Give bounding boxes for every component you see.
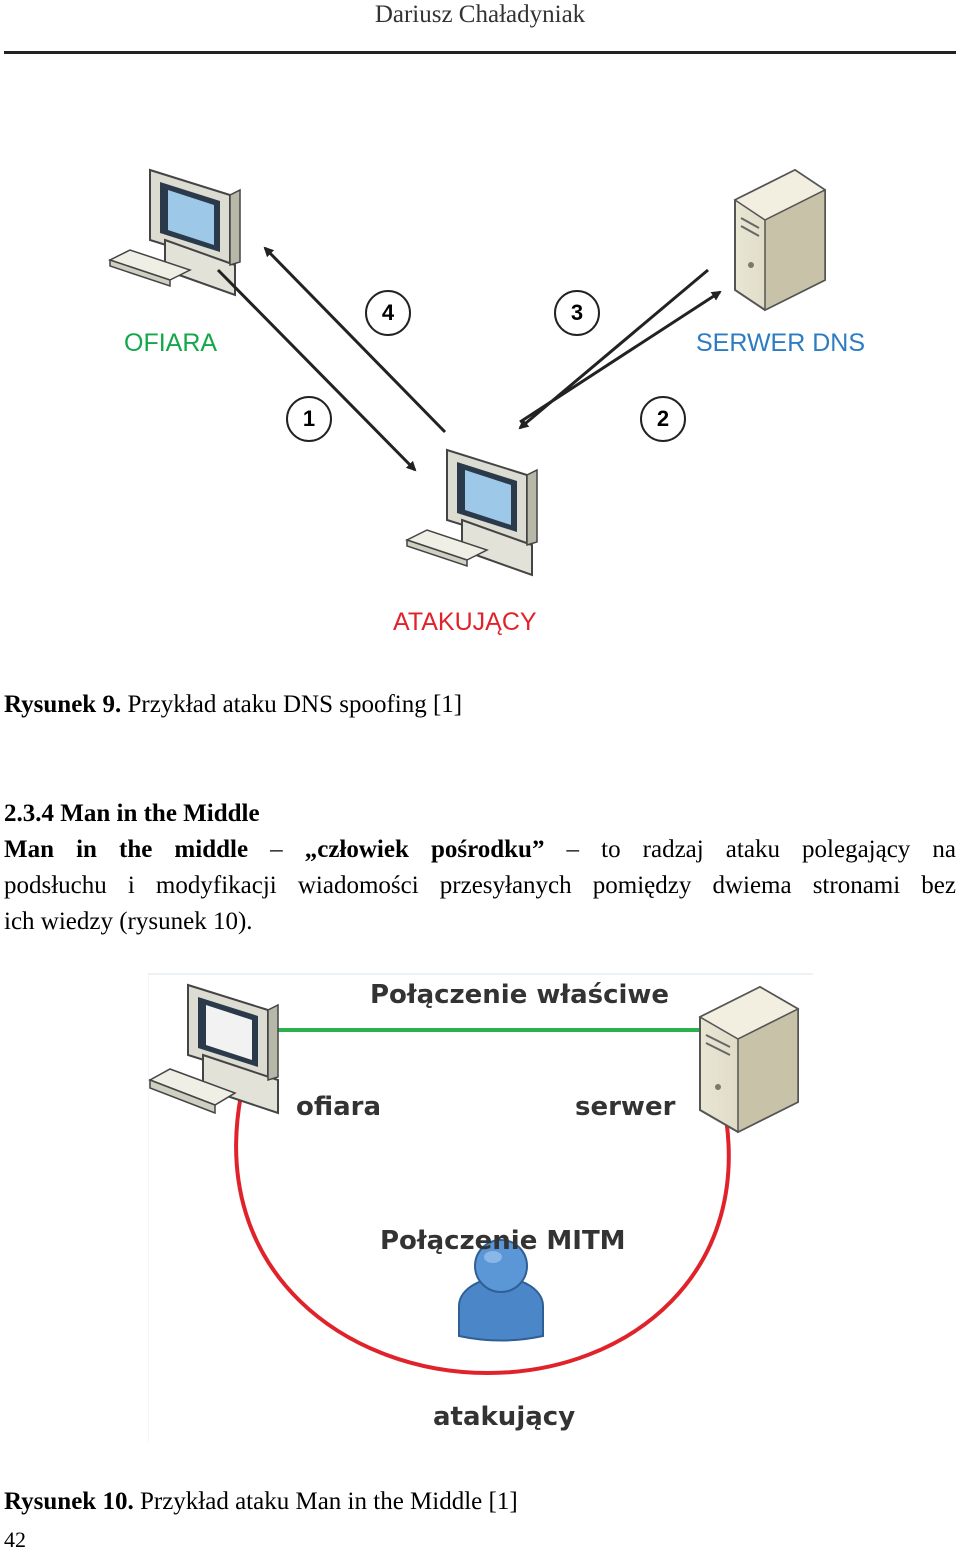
arrow-4 [263,246,447,434]
server-icon [698,985,800,1134]
page-header-author: Dariusz Chaładyniak [374,1,586,28]
figure-9-caption: Rysunek 9. Przykład ataku DNS spoofing [… [4,690,462,720]
figure-9 [0,150,960,650]
figure-10-diagram [147,973,813,1443]
figure-10 [147,973,813,1443]
attacker-computer-icon [405,448,538,577]
term-translation: „człowiek pośrodku” [304,836,545,863]
victim-label: OFIARA [124,329,218,357]
section-paragraph: Man in the middle – „człowiek pośrodku” … [4,832,956,940]
figure-9-diagram [108,168,827,577]
victim-computer-icon-2 [148,983,279,1115]
line-1-rest: – to radzaj ataku polegający na [544,836,956,863]
mitm-connection-arc [234,1094,731,1376]
figure-9-caption-number: Rysunek 9. [4,691,122,718]
attacker-label: ATAKUJĄCY [393,608,537,636]
step-3-badge: 3 [554,290,600,336]
paragraph-line-1: Man in the middle – „człowiek pośrodku” … [4,832,956,868]
server-label: serwer [575,1092,676,1122]
attacker-person-icon [458,1239,544,1342]
paragraph-line-3: ich wiedzy (rysunek 10). [4,908,253,935]
victim-computer-icon [108,168,241,297]
proper-connection-title: Połączenie właściwe [370,980,670,1010]
figure-10-caption-number: Rysunek 10. [4,1488,134,1515]
figure-10-caption: Rysunek 10. Przykład ataku Man in the Mi… [4,1487,518,1517]
arrow-1 [216,268,417,472]
step-4-badge: 4 [365,290,411,336]
mitm-connection-title: Połączenie MITM [380,1226,626,1256]
dns-server-icon [733,168,827,312]
step-2-badge: 2 [640,396,686,442]
arrow-2 [518,268,709,430]
figure-9-caption-text: Przykład ataku DNS spoofing [1] [121,691,463,718]
section-heading: 2.3.4 Man in the Middle [4,800,260,827]
victim-label-2: ofiara [296,1092,382,1122]
attacker-label-2: atakujący [433,1402,576,1432]
term-mitm: Man in the middle [4,836,249,863]
step-1-badge: 1 [286,396,332,442]
dns-server-label: SERWER DNS [696,329,866,357]
page-number: 42 [4,1527,26,1552]
header-rule [4,51,956,54]
paragraph-line-2: podsłuchu i modyfikacji wiadomości przes… [4,872,956,899]
figure-10-caption-text: Przykład ataku Man in the Middle [1] [133,1488,518,1515]
dash-1: – [248,836,305,863]
